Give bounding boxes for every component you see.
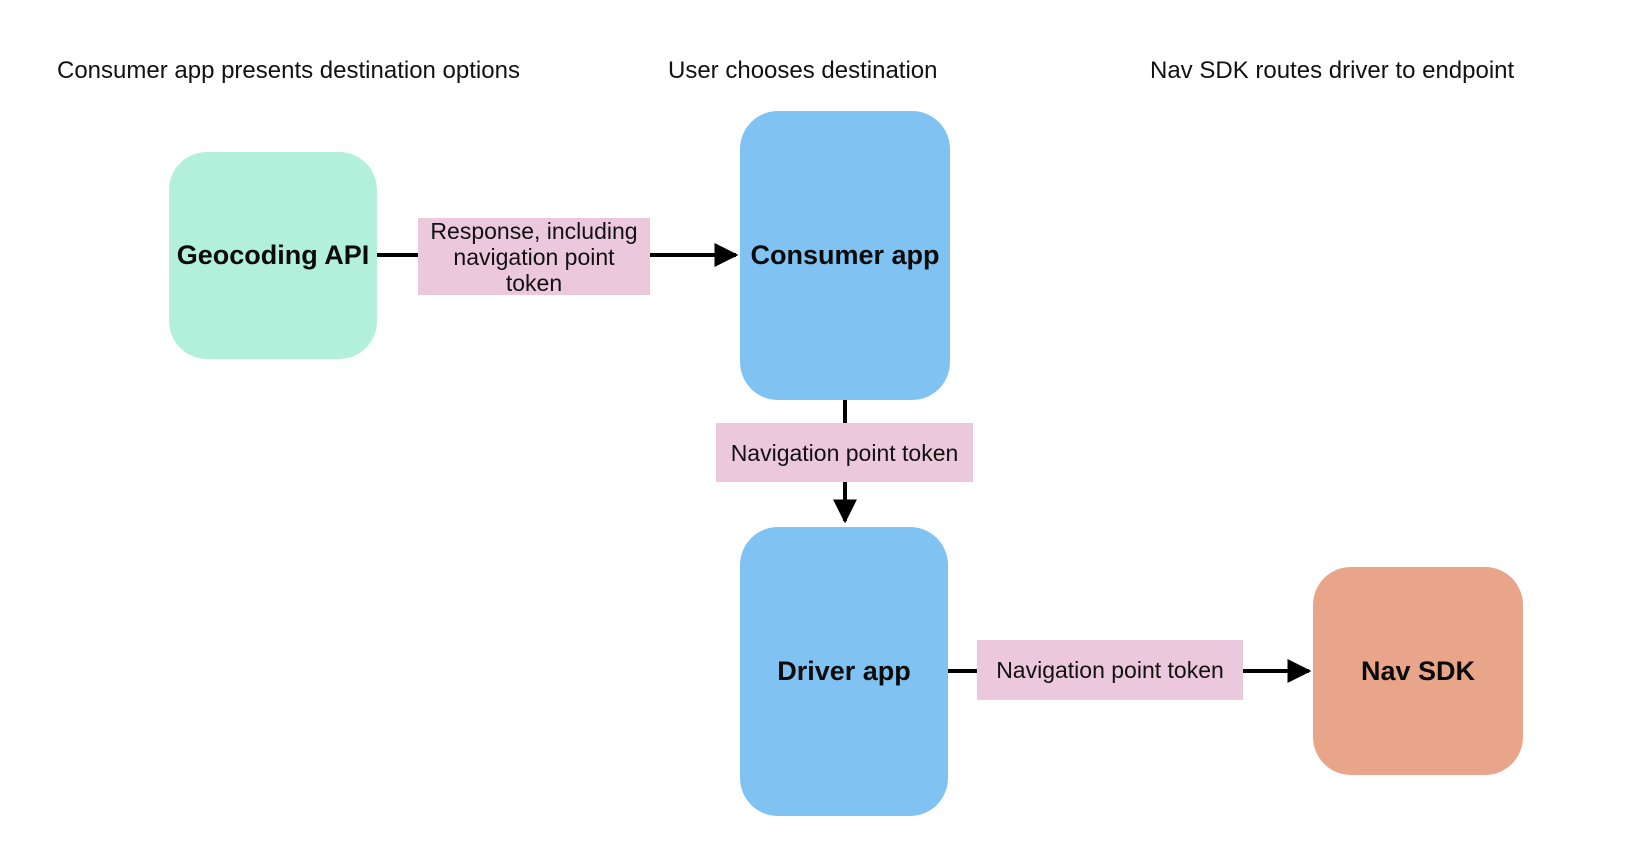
node-nav-sdk: Nav SDK: [1313, 567, 1523, 775]
node-driver-app-label: Driver app: [777, 656, 911, 686]
lane-header-navsdk-routes-driver: Nav SDK routes driver to endpoint: [1150, 57, 1515, 84]
node-consumer-app-label: Consumer app: [750, 240, 940, 270]
node-consumer-app: Consumer app: [740, 111, 950, 400]
node-geocoding-api: Geocoding API: [169, 152, 377, 359]
node-driver-app: Driver app: [740, 527, 948, 816]
edge-label-navigation-point-token-vertical: Navigation point token: [716, 423, 973, 482]
edge-label-navigation-point-token-horizontal: Navigation point token: [977, 640, 1243, 700]
lane-header-consumer-presents-options: Consumer app presents destination option…: [57, 57, 520, 84]
lane-header-user-chooses-destination: User chooses destination: [668, 57, 938, 84]
edge-label-response-including-token: Response, including navigation point tok…: [418, 218, 650, 296]
node-nav-sdk-label: Nav SDK: [1360, 655, 1476, 686]
node-geocoding-api-label: Geocoding API: [176, 240, 370, 270]
